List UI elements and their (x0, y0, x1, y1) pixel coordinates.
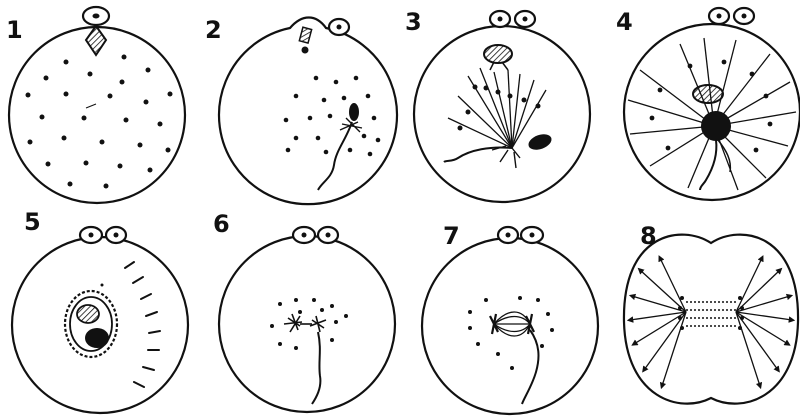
sperm-nucleus (526, 131, 553, 152)
panel-6: 6 (213, 210, 395, 412)
panel-8: 8 (624, 222, 798, 404)
cortical-dashes (125, 262, 160, 387)
yolk-granules (26, 55, 173, 189)
fusion-envelope (65, 291, 117, 357)
panel-1: 1 (6, 7, 185, 203)
sperm-nucleus (349, 103, 359, 121)
left-aster-rays (630, 258, 686, 386)
panel-label-2: 2 (205, 16, 222, 44)
male-pronucleus (85, 328, 109, 348)
panel-3: 3 (405, 8, 590, 202)
yolk-granules (284, 76, 381, 157)
egg-cell-outline (422, 238, 598, 414)
egg-cell-outline (219, 18, 397, 205)
sperm-aster-rays (448, 68, 546, 148)
panel-2: 2 (205, 16, 397, 204)
sperm-tail (700, 140, 716, 190)
panel-label-5: 5 (24, 208, 41, 236)
panel-label-1: 1 (6, 16, 23, 44)
panel-label-3: 3 (405, 8, 422, 36)
female-pronucleus (77, 305, 99, 323)
dividing-cell-outline (624, 235, 798, 404)
panel-label-7: 7 (443, 222, 460, 250)
sperm-tail (522, 330, 538, 404)
sperm-tail (318, 122, 352, 190)
sperm-aster (340, 118, 362, 132)
spindle-fibers (686, 302, 736, 326)
male-pronucleus (701, 111, 731, 141)
panel-label-4: 4 (616, 8, 633, 36)
panel-label-6: 6 (213, 210, 230, 238)
female-pronucleus (693, 85, 723, 103)
egg-cell-outline (12, 237, 188, 413)
panel-5: 5 (12, 208, 188, 413)
right-aster-rays (736, 258, 792, 386)
female-pronucleus (484, 45, 512, 63)
panel-4: 4 (616, 8, 800, 200)
meiotic-spindle (86, 26, 106, 55)
chromosome-cluster (284, 314, 326, 332)
sperm-tail (312, 332, 320, 404)
meiotic-spindle (299, 27, 311, 43)
mitotic-spindle (494, 312, 530, 336)
panel-7: 7 (422, 222, 598, 414)
